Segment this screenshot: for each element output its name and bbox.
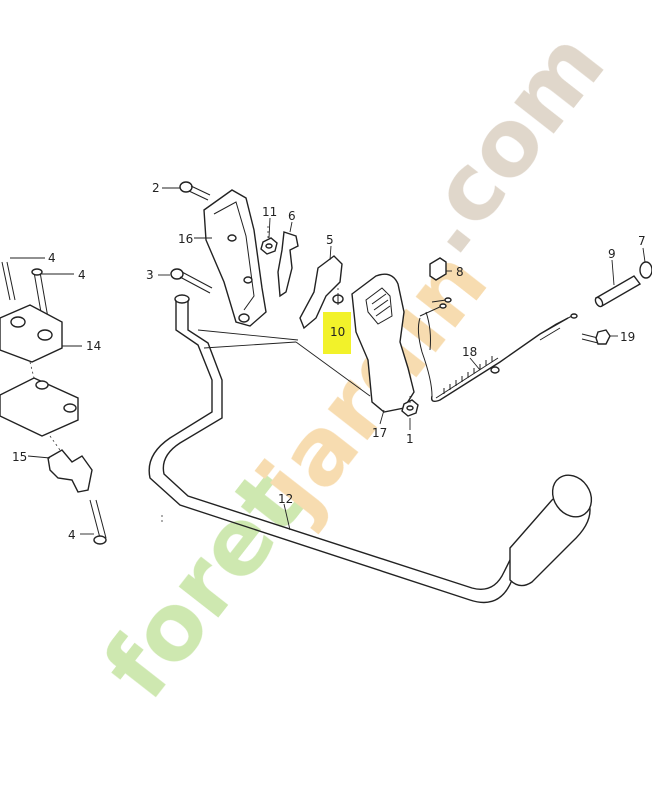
- nut-1: [401, 399, 419, 417]
- callout-11: 11: [262, 205, 277, 219]
- callout-14: 14: [86, 339, 101, 353]
- callout-4-bottom: 4: [68, 528, 76, 542]
- control-bracket-16: [203, 189, 267, 327]
- cap-7: [639, 261, 652, 279]
- callout-6: 6: [288, 209, 296, 223]
- callout-8: 8: [456, 265, 464, 279]
- callout-19: 19: [620, 330, 635, 344]
- bolt-4-bottom: [89, 499, 101, 539]
- callout-highlight: [323, 312, 351, 354]
- callout-10: 10: [330, 325, 345, 339]
- handle-bar-12: [148, 294, 593, 604]
- lever-6: [277, 231, 299, 298]
- leader-lines: [10, 187, 646, 535]
- callout-9: 9: [608, 247, 616, 261]
- callout-5: 5: [326, 233, 334, 247]
- bolt-4-left-top: [1, 261, 11, 301]
- bolt-3: [170, 268, 213, 294]
- callout-4-mid: 4: [78, 268, 86, 282]
- nut-11: [260, 237, 278, 255]
- callout-1: 1: [406, 432, 414, 446]
- watermark-part3: .com: [388, 12, 625, 274]
- bolt-19: [581, 329, 611, 345]
- callout-16: 16: [178, 232, 193, 246]
- callout-4-left-top: 4: [48, 251, 56, 265]
- callout-labels: 2 3 4 4 14 15 4 16 11 6 5 10 17 1 12 8 1…: [12, 181, 646, 542]
- assembly-lines: [161, 226, 411, 525]
- clamp-upper: [0, 304, 63, 363]
- callout-2: 2: [152, 181, 160, 195]
- wire-harness: [417, 297, 452, 397]
- callout-18: 18: [462, 345, 477, 359]
- callout-7: 7: [638, 234, 646, 248]
- pin-9: [594, 275, 642, 308]
- callout-15: 15: [12, 450, 27, 464]
- lever-5: [299, 255, 343, 330]
- clamp-lower-15: [47, 449, 93, 493]
- cable-18: [430, 313, 578, 403]
- bolt-2: [179, 181, 211, 201]
- throttle-housing-17: [351, 273, 415, 413]
- callout-3: 3: [146, 268, 154, 282]
- left-clamp-assembly: [0, 261, 107, 545]
- callout-12: 12: [278, 492, 293, 506]
- clip-8: [429, 257, 447, 281]
- callout-17: 17: [372, 426, 387, 440]
- watermark: foret jardin .com: [83, 12, 625, 719]
